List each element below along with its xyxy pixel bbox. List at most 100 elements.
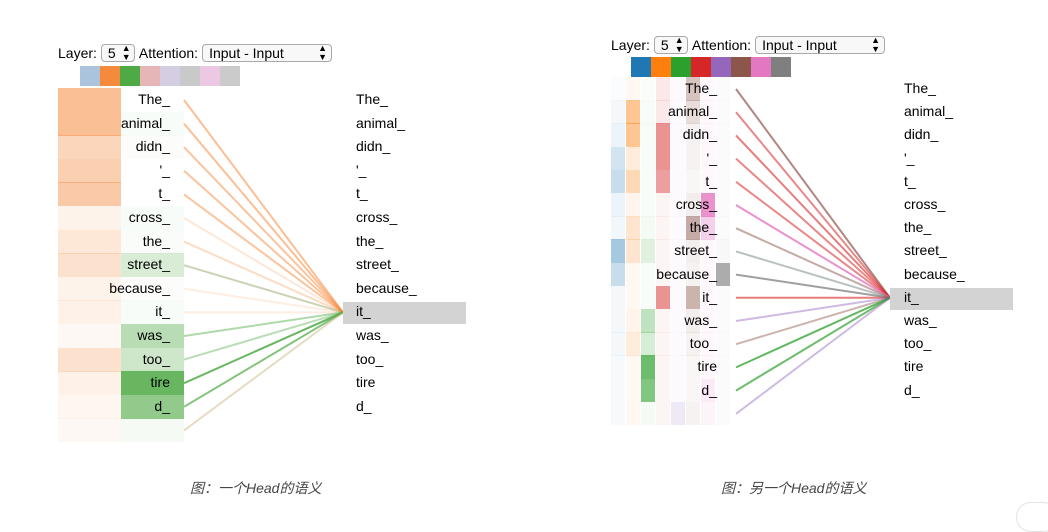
target-token[interactable]: didn_	[904, 126, 939, 143]
scroll-hint-button[interactable]	[1016, 502, 1048, 532]
head-swatch[interactable]	[120, 66, 140, 86]
heat-cell	[626, 193, 640, 217]
target-token[interactable]: it_	[904, 288, 919, 305]
source-token[interactable]: tire	[697, 358, 717, 375]
attention-line	[183, 170, 344, 314]
heat-cell	[641, 378, 655, 403]
target-token[interactable]: d_	[904, 381, 920, 398]
source-token[interactable]: street_	[127, 256, 170, 273]
source-token[interactable]: d_	[701, 381, 717, 398]
source-token[interactable]: '_	[159, 161, 170, 178]
target-token[interactable]: the_	[904, 219, 932, 236]
controls-right: Layer: 5 ▲▼ Attention: Input - Input ▲▼	[611, 36, 886, 54]
target-token[interactable]: was_	[904, 312, 937, 328]
head-swatch[interactable]	[771, 57, 791, 77]
head-swatch[interactable]	[731, 57, 751, 77]
target-token[interactable]: t_	[904, 172, 916, 189]
target-token[interactable]: it_	[356, 303, 371, 320]
target-token[interactable]: street_	[356, 256, 399, 273]
head-swatch[interactable]	[751, 57, 771, 77]
heat-cell	[701, 378, 715, 403]
target-token[interactable]: was_	[356, 327, 389, 343]
target-token[interactable]: because_	[356, 279, 417, 296]
source-token[interactable]: The_	[138, 91, 170, 107]
heat-cell	[611, 123, 625, 148]
source-token[interactable]: didn_	[135, 138, 170, 155]
target-token[interactable]: tire	[356, 374, 376, 391]
source-token[interactable]: cross_	[675, 196, 717, 212]
target-token[interactable]: because_	[904, 265, 965, 282]
target-token[interactable]: cross_	[904, 196, 946, 212]
head-swatch[interactable]	[80, 66, 100, 86]
layer-label: Layer:	[611, 37, 650, 53]
source-token[interactable]: The_	[685, 80, 717, 96]
attention-select[interactable]: Input - Input ▲▼	[755, 36, 886, 54]
heat-cell	[58, 206, 121, 231]
heat-cell	[611, 332, 625, 356]
target-token[interactable]: didn_	[356, 138, 391, 155]
head-swatch[interactable]	[180, 66, 200, 86]
select-arrows-icon: ▲▼	[121, 43, 131, 62]
attention-line	[183, 122, 344, 314]
source-token[interactable]: t_	[158, 185, 170, 202]
heat-cell	[686, 239, 700, 264]
head-swatch[interactable]	[711, 57, 731, 77]
target-token[interactable]: cross_	[356, 209, 398, 225]
head-swatch[interactable]	[160, 66, 180, 86]
head-swatch[interactable]	[200, 66, 220, 86]
target-token[interactable]: too_	[356, 350, 384, 367]
head-swatch[interactable]	[220, 66, 240, 86]
source-token[interactable]: was_	[137, 327, 170, 343]
target-token[interactable]: '_	[356, 161, 367, 178]
attention-line	[183, 311, 344, 408]
source-token[interactable]: too_	[142, 350, 170, 367]
heat-cell	[686, 169, 700, 194]
heat-cell	[686, 146, 700, 171]
head-swatch[interactable]	[631, 57, 651, 77]
target-token[interactable]: The_	[904, 80, 936, 96]
source-token[interactable]: street_	[674, 242, 717, 259]
source-token[interactable]: d_	[154, 397, 170, 414]
source-token[interactable]: cross_	[128, 209, 170, 225]
head-swatch[interactable]	[100, 66, 120, 86]
heat-cell	[701, 216, 715, 240]
source-token[interactable]: it_	[155, 303, 170, 320]
heat-cell	[656, 262, 670, 287]
source-token[interactable]: the_	[689, 219, 717, 236]
source-token[interactable]: tire	[150, 374, 170, 391]
heat-cell	[716, 239, 730, 264]
token-highlight	[121, 300, 184, 325]
source-token[interactable]: the_	[142, 232, 170, 249]
target-token[interactable]: The_	[356, 91, 388, 107]
target-token[interactable]: animal_	[904, 103, 954, 120]
source-token[interactable]: '_	[706, 149, 717, 166]
target-token[interactable]: animal_	[356, 114, 406, 131]
source-token[interactable]: was_	[684, 312, 717, 328]
layer-select[interactable]: 5 ▲▼	[100, 43, 135, 62]
target-token[interactable]: tire	[904, 358, 924, 375]
source-token[interactable]: because_	[656, 265, 717, 282]
target-token[interactable]: '_	[904, 149, 915, 166]
heat-cell	[626, 355, 640, 380]
head-swatch[interactable]	[691, 57, 711, 77]
source-token[interactable]: too_	[689, 335, 717, 352]
source-token[interactable]: because_	[109, 279, 170, 296]
source-token[interactable]: animal_	[120, 114, 170, 131]
target-token[interactable]: t_	[356, 185, 368, 202]
layer-select[interactable]: 5 ▲▼	[653, 36, 688, 54]
target-token[interactable]: street_	[904, 242, 947, 259]
target-token[interactable]: the_	[356, 232, 384, 249]
heat-cell	[58, 300, 121, 325]
head-swatch[interactable]	[671, 57, 691, 77]
head-swatch[interactable]	[651, 57, 671, 77]
target-token[interactable]: too_	[904, 335, 932, 352]
heat-cell	[611, 285, 625, 310]
attention-select[interactable]: Input - Input ▲▼	[202, 44, 333, 62]
source-token[interactable]: animal_	[667, 103, 717, 120]
source-token[interactable]: it_	[702, 288, 717, 305]
source-token[interactable]: t_	[705, 172, 717, 189]
head-swatch[interactable]	[140, 66, 160, 86]
heat-cell	[701, 285, 715, 310]
target-token[interactable]: d_	[356, 397, 372, 414]
source-token[interactable]: didn_	[682, 126, 717, 143]
